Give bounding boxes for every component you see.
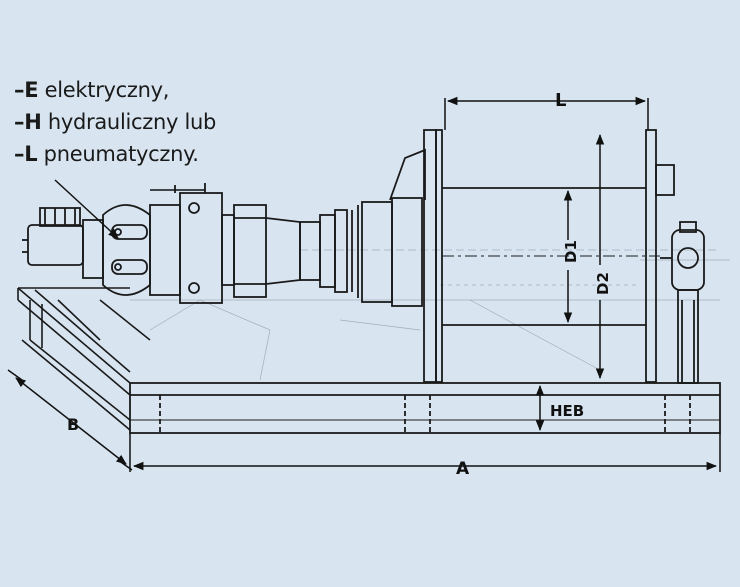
background-construction-lines: [130, 249, 730, 381]
drive-motor: [22, 148, 426, 307]
dimension-d1-label: D1: [562, 240, 580, 263]
drive-code: –L: [14, 142, 38, 166]
dimension-b: [7, 369, 133, 471]
cable-drum: [423, 129, 675, 383]
drive-option-hydraulic: –H hydrauliczny lub: [14, 110, 216, 134]
bearing-pedestal: [660, 221, 705, 384]
drive-text: elektryczny,: [38, 78, 170, 102]
dimension-d2-label: D2: [594, 272, 612, 295]
dimension-b-label: B: [67, 415, 79, 434]
drive-code: –H: [14, 110, 42, 134]
dimension-l-label: L: [555, 90, 566, 111]
dimension-heb-label: HEB: [550, 402, 584, 420]
dimension-a-label: A: [456, 459, 470, 479]
drive-text: hydrauliczny lub: [41, 110, 217, 134]
drive-option-pneumatic: –L pneumatyczny.: [14, 142, 199, 166]
dimension-a: [129, 433, 721, 472]
dimension-l: [444, 96, 649, 130]
base-frame: [129, 382, 721, 434]
drive-code: –E: [14, 78, 39, 102]
label-pointer: [54, 179, 205, 239]
drive-option-electric: –E elektryczny,: [14, 78, 169, 102]
drive-text: pneumatyczny.: [37, 142, 199, 166]
